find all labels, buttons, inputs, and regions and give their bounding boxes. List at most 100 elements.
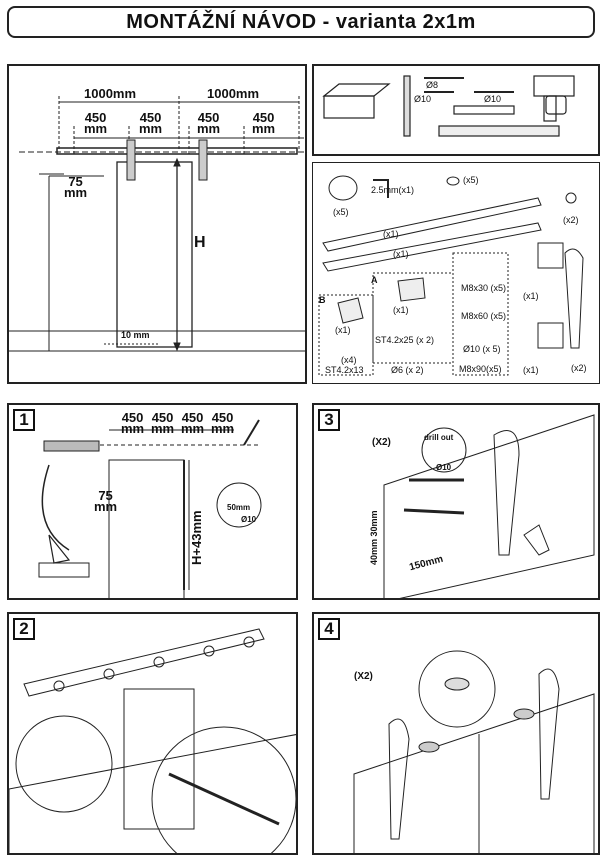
hanger-right xyxy=(538,668,560,800)
part-dowel6: Ø6 (x 2) xyxy=(391,365,424,375)
step-3-panel: 3 (X2) drill out Ø10 40mm 30mm 150mm xyxy=(312,403,600,600)
overview-seg-3: 450 mm xyxy=(197,110,221,136)
door-opening xyxy=(108,459,185,598)
door-leaf xyxy=(383,414,595,598)
overview-offset: 75 mm xyxy=(64,174,88,200)
step-2-panel: 2 xyxy=(7,612,298,855)
drill-detail-circle xyxy=(421,427,467,473)
group-a-count: (x1) xyxy=(393,305,409,315)
step-1-drawing xyxy=(38,419,262,598)
tools-panel: Ø8 Ø10 Ø10 xyxy=(312,64,600,156)
step-4-panel: 4 (X2) xyxy=(312,612,600,855)
document-title: MONTÁŽNÍ NÁVOD - varianta 2x1m xyxy=(126,10,476,33)
pencil-icon xyxy=(243,419,260,446)
bolt-detail-circle xyxy=(151,726,296,853)
group-b-screw-count: (x4) xyxy=(341,355,357,365)
parts-drawing xyxy=(318,175,584,376)
tape-measure-icon xyxy=(545,95,567,115)
group-b-box xyxy=(318,294,374,376)
wrench-icon xyxy=(523,524,550,556)
step3-drill-out: drill out xyxy=(424,433,454,442)
overview-span-a: 1000mm xyxy=(84,86,137,101)
step1-offset: 75 mm xyxy=(94,488,118,514)
group-a-part xyxy=(397,277,426,302)
bracket-2-count: (x1) xyxy=(523,365,539,375)
overview-seg-2: 450 mm xyxy=(139,110,163,136)
group-a-label: A xyxy=(371,275,378,285)
step1-height: H+43mm xyxy=(189,510,204,565)
rail-template xyxy=(43,440,100,452)
arrow-curve xyxy=(41,464,70,551)
group-b-count: (x1) xyxy=(335,325,351,335)
drill-detail-circle xyxy=(216,482,262,528)
screwdriver-icon xyxy=(403,75,411,137)
part-m8x30: M8x30 (x5) xyxy=(461,283,507,293)
washer-icon xyxy=(446,176,460,186)
step1-seg-3: 450 mm xyxy=(181,410,205,436)
step4-multiplier: (X2) xyxy=(354,671,373,682)
door-panel xyxy=(353,693,595,853)
overview-span-b: 1000mm xyxy=(207,86,260,101)
stopper-icon xyxy=(328,175,358,201)
overview-diagram: 1000mm 1000mm 450 mm 450 mm 450 mm 450 m… xyxy=(7,64,307,384)
part-st42x25: ST4.2x25 (x 2) xyxy=(375,335,435,345)
step-2-drawing xyxy=(9,628,296,853)
stopper-count: (x5) xyxy=(333,207,349,217)
group-b-label: B xyxy=(319,295,326,305)
rail-mounted xyxy=(23,628,265,697)
overview-seg-4: 450 mm xyxy=(252,110,276,136)
tool-drill-8: Ø8 xyxy=(426,80,439,90)
overview-gap: 10 mm xyxy=(121,330,150,340)
part-m8x60: M8x60 (x5) xyxy=(461,311,507,321)
step1-drill-dia: Ø10 xyxy=(241,515,257,524)
washer-count: (x5) xyxy=(463,175,479,185)
template-card xyxy=(38,562,90,578)
power-drill-icon xyxy=(533,75,575,97)
wrench-icon xyxy=(453,105,515,115)
bracket-1 xyxy=(537,242,564,269)
bracket-detail-circle xyxy=(15,715,113,813)
step1-seg-1: 450 mm xyxy=(121,410,145,436)
rail-1 xyxy=(322,197,542,252)
group-b-part xyxy=(337,297,364,324)
overview-height: H xyxy=(194,234,206,251)
step-4-number: 4 xyxy=(318,618,340,640)
tool-drill-10a: Ø10 xyxy=(414,94,432,104)
parts-panel: (x5) 2.5mm(x1) (x5) (x2) (x1) (x1) A B (… xyxy=(312,162,600,384)
tool-drill-10b: Ø10 xyxy=(484,94,502,104)
rail-2 xyxy=(322,222,542,272)
rail-1-count: (x1) xyxy=(383,229,399,239)
step-1-number: 1 xyxy=(13,409,35,431)
toolbox-icon xyxy=(323,95,375,119)
warning-sign-icon xyxy=(48,534,71,564)
overview-seg-1: 450 mm xyxy=(84,110,108,136)
step-3-drawing xyxy=(383,414,595,598)
bolt-lower xyxy=(403,508,465,515)
end-cap-detail-circle xyxy=(418,650,496,728)
step-1-panel: 1 450 mm 450 mm 450 mm 450 mm 75 mm H+43… xyxy=(7,403,298,600)
step1-seg-4: 450 mm xyxy=(211,410,235,436)
hanger-icon xyxy=(564,248,584,349)
hanger-left xyxy=(388,718,410,840)
step-2-number: 2 xyxy=(13,618,35,640)
step-3-number: 3 xyxy=(318,409,340,431)
group-b-screw-name: ST4.2x13 xyxy=(325,365,364,375)
step1-drill-depth: 50mm xyxy=(227,503,251,512)
bracket-2 xyxy=(537,322,564,349)
spirit-level-icon xyxy=(438,125,560,137)
hanger-count: (x2) xyxy=(571,363,587,373)
part-washer10: Ø10 (x 5) xyxy=(463,344,501,354)
allen-key-icon xyxy=(373,179,389,198)
step3-dim-vertical: 40mm 30mm xyxy=(369,510,379,565)
bracket-1-count: (x1) xyxy=(523,291,539,301)
bolts-box xyxy=(452,252,509,376)
part-m8x90: M8x90(x5) xyxy=(459,364,502,374)
step-4-drawing xyxy=(353,650,595,853)
overview-drawing xyxy=(9,96,305,352)
end-cap-icon xyxy=(565,192,577,204)
step1-seg-2: 450 mm xyxy=(151,410,175,436)
cap-count: (x2) xyxy=(563,215,579,225)
allen-key-label: 2.5mm(x1) xyxy=(371,185,415,195)
tools-drawing xyxy=(322,75,575,137)
door-frame xyxy=(123,688,195,830)
